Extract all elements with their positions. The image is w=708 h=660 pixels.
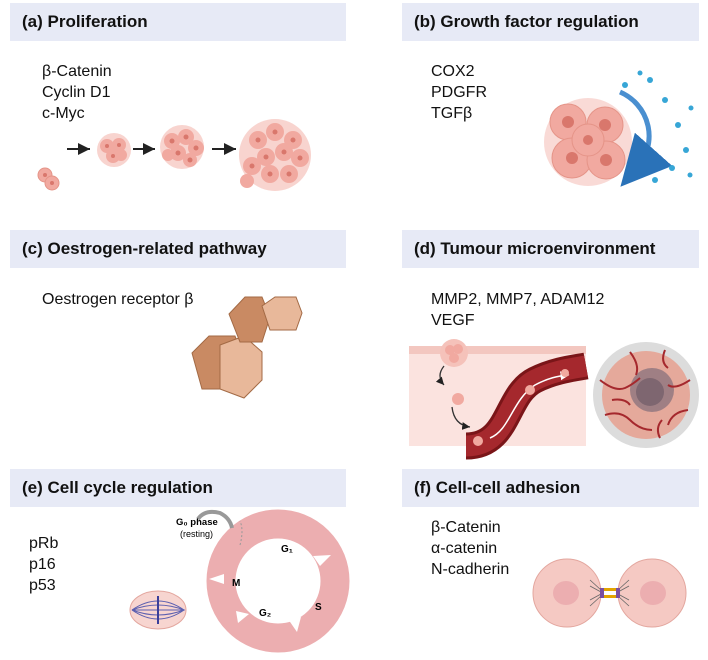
panel-c-header: (c) Oestrogen-related pathway	[10, 230, 346, 268]
panel-c-list: Oestrogen receptor β	[42, 289, 194, 310]
list-item: Oestrogen receptor β	[42, 291, 194, 308]
oestrogen-hexagons	[191, 296, 303, 399]
list-item: PDGFR	[431, 84, 487, 101]
cell-cycle-wheel	[129, 509, 350, 653]
list-item: p53	[29, 577, 56, 594]
microenvironment-illustration	[409, 339, 699, 460]
cell-cluster-1	[37, 167, 60, 191]
panel-f-header: (f) Cell-cell adhesion	[402, 469, 699, 507]
list-item: β-Catenin	[431, 519, 501, 536]
list-item: pRb	[29, 535, 59, 552]
list-item: MMP2, MMP7, ADAM12	[431, 291, 605, 308]
list-item: TGFβ	[431, 105, 473, 122]
panel-e-header: (e) Cell cycle regulation	[10, 469, 346, 507]
list-item: β-Catenin	[42, 63, 112, 80]
cell-cluster-2	[97, 133, 131, 167]
cell-cluster-4	[239, 119, 311, 191]
list-item: VEGF	[431, 312, 475, 329]
list-item: Cyclin D1	[42, 84, 111, 101]
list-item: c-Myc	[42, 105, 85, 122]
panel-d-header: (d) Tumour microenvironment	[402, 230, 699, 268]
cell-cluster-3	[160, 125, 204, 169]
panel-a-list: β-Catenin Cyclin D1 c-Myc	[42, 61, 112, 124]
panel-d-list: MMP2, MMP7, ADAM12 VEGF	[431, 289, 604, 331]
panel-b-header: (b) Growth factor regulation	[402, 3, 699, 41]
list-item: N-cadherin	[431, 561, 510, 578]
list-item: COX2	[431, 63, 475, 80]
panel-e-list: pRb p16 p53	[29, 533, 58, 596]
panel-f-list: β-Catenin α-catenin N-cadherin	[431, 517, 509, 580]
list-item: p16	[29, 556, 56, 573]
cell-adhesion-illustration	[532, 558, 687, 628]
panel-b-list: COX2 PDGFR TGFβ	[431, 61, 487, 124]
growth-factor-illustration	[544, 70, 694, 187]
panel-a-header: (a) Proliferation	[10, 3, 346, 41]
list-item: α-catenin	[431, 540, 498, 557]
